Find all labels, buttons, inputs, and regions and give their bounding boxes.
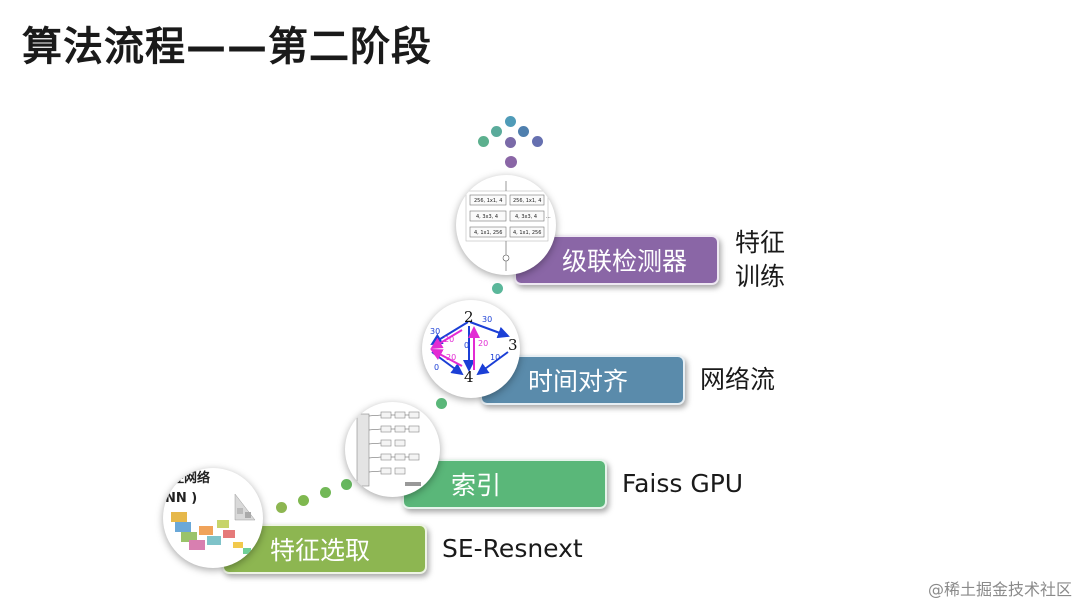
- connector-dot: [276, 502, 287, 513]
- flow-edge-label: 30: [430, 327, 440, 336]
- decor-dot: [491, 126, 502, 137]
- stage-label: 时间对齐: [528, 367, 629, 396]
- watermark: @稀土掘金技术社区: [927, 580, 1072, 599]
- flow-edge-label: 0: [434, 363, 439, 372]
- decor-dot: [505, 116, 516, 127]
- cascade-cell: 4, 1x1, 256: [513, 230, 541, 236]
- stage-side-label: Faiss GPU: [622, 469, 744, 498]
- flow-node-label: 2: [464, 308, 474, 326]
- stage-side-label: SE-Resnext: [442, 534, 583, 563]
- stage-side-label: 网络流: [700, 365, 776, 394]
- stage-label: 索引: [451, 471, 502, 500]
- flow-edge-label: 20: [446, 353, 456, 362]
- flow-node-label: 3: [508, 336, 518, 354]
- cascade-cell: 4, 3x3, 4: [515, 214, 537, 220]
- connector-dot: [320, 487, 331, 498]
- thumbnail-network-flow: 2 3 4 30 30 20 20 10 20 0 0: [422, 300, 520, 398]
- cascade-cell: 4, 1x1, 256: [474, 230, 502, 236]
- cascade-illustration: 256, 1x1, 4 256, 1x1, 4 4, 3x3, 4 4, 3x3…: [465, 181, 551, 271]
- connector-dot: [436, 398, 447, 409]
- connector-dot: [492, 283, 503, 294]
- stage-side-label-line1: 特征: [735, 228, 786, 257]
- stage-side-label-line2: 训练: [735, 262, 786, 291]
- network-flow-illustration: 2 3 4 30 30 20 20 10 20 0 0: [430, 308, 518, 386]
- decor-dot: [505, 137, 516, 148]
- flow-edge-label: 20: [444, 335, 454, 344]
- thumbnail-cnn: 经网络 NN ): [163, 468, 263, 568]
- flow-edge-label: 0: [464, 341, 469, 350]
- stage-bar-index: 索引: [402, 459, 607, 509]
- thumbnail-cascade: 256, 1x1, 4 256, 1x1, 4 4, 3x3, 4 4, 3x3…: [456, 175, 556, 275]
- cascade-cell: 256, 1x1, 4: [474, 198, 502, 204]
- cnn-illustration: 经网络 NN ): [165, 470, 256, 554]
- stage-label: 特征选取: [270, 536, 371, 565]
- thumbnail-index: [345, 402, 440, 497]
- flow-edge-label: 20: [478, 339, 488, 348]
- flow-node-label: 4: [464, 368, 474, 386]
- flow-edge-label: 10: [490, 353, 500, 362]
- decor-dot: [505, 156, 517, 168]
- cascade-cell: ...: [546, 214, 551, 220]
- cnn-text-2: NN ): [165, 491, 197, 506]
- decor-dot: [478, 136, 489, 147]
- cascade-cell: 256, 1x1, 4: [513, 198, 541, 204]
- index-illustration: [356, 411, 421, 487]
- decor-dot: [532, 136, 543, 147]
- stage-label: 级联检测器: [562, 247, 688, 276]
- flow-edge-label: 30: [482, 315, 492, 324]
- decor-dot: [518, 126, 529, 137]
- connector-dot: [341, 479, 352, 490]
- cascade-cell: 4, 3x3, 4: [476, 214, 498, 220]
- page-title: 算法流程——第二阶段: [22, 24, 432, 70]
- cnn-text-1: 经网络: [171, 470, 210, 486]
- connector-dot: [298, 495, 309, 506]
